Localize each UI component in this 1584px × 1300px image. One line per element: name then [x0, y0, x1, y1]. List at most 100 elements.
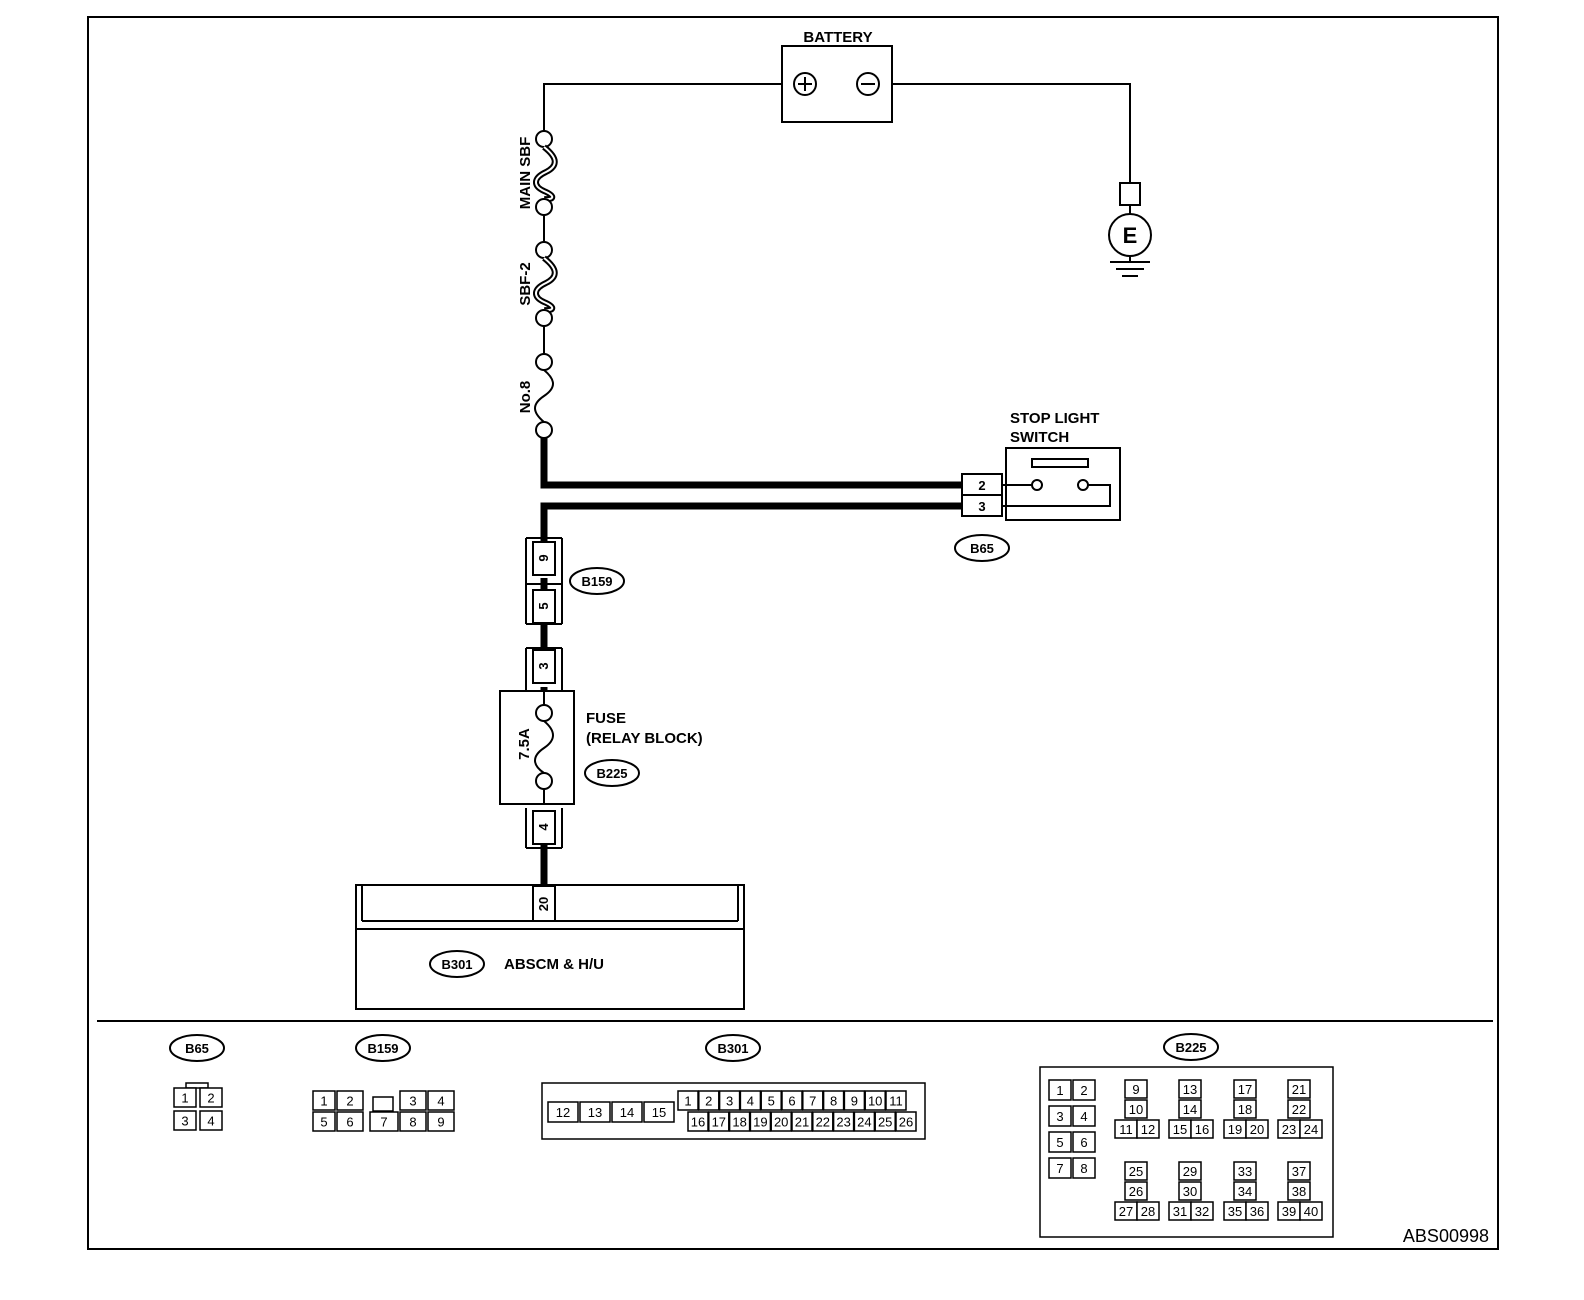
- b159-view-pin-3-cell: [399, 1090, 427, 1111]
- b159-view-pin-8: 8: [409, 1115, 416, 1130]
- b159-view-pin-1: 1: [320, 1094, 327, 1109]
- sbf2-label: SBF-2: [517, 262, 534, 305]
- b65-pin-3: 3: [978, 499, 985, 514]
- b301-view-pin-3: 3: [726, 1094, 733, 1109]
- b65-view-pin-2: 2: [207, 1091, 214, 1106]
- b225-view-pin-25-cell: [1124, 1161, 1148, 1181]
- b225-view-pin-36-cell: [1245, 1201, 1269, 1221]
- relay-fuse-label-line2: (RELAY BLOCK): [586, 730, 703, 747]
- b301-view-pin-20-cell: [770, 1111, 792, 1132]
- b225-view-pin-10-cell: [1124, 1099, 1148, 1119]
- b301-view-pin-22-cell: [812, 1111, 834, 1132]
- b301-view-pin-8: 8: [830, 1094, 837, 1109]
- b65-view-label: B65: [185, 1041, 209, 1056]
- b225-view-pin-11: 11: [1119, 1122, 1133, 1137]
- b225-view-pin-31: 31: [1173, 1204, 1187, 1219]
- b225-view-pin-33-cell: [1233, 1161, 1257, 1181]
- battery-wires: [543, 83, 1131, 183]
- b301-view-pin-14-cell: [611, 1101, 643, 1123]
- b225-view-pin-28-cell: [1136, 1201, 1160, 1221]
- b159-view-pin-2: 2: [346, 1094, 353, 1109]
- b159-view-label: B159: [367, 1041, 398, 1056]
- b301-view-pin-1: 1: [684, 1094, 691, 1109]
- b301-view-pin-21-cell: [791, 1111, 813, 1132]
- b225-view-pin-17: 17: [1238, 1082, 1252, 1097]
- relay-fuse-pin-3: 3: [536, 662, 551, 669]
- b225-view-pin-32: 32: [1195, 1204, 1209, 1219]
- b225-view-pin-9-cell: [1124, 1079, 1148, 1099]
- b159-view-pin-4-cell: [427, 1090, 455, 1111]
- b301-view-pin-11: 11: [889, 1094, 903, 1109]
- b159-pin-5: 5: [536, 602, 551, 609]
- b225-view-pin-36: 36: [1250, 1204, 1264, 1219]
- b225-view-pin-18: 18: [1238, 1102, 1252, 1117]
- b65-connector-label: B65: [970, 541, 994, 556]
- b301-view-pin-24: 24: [857, 1115, 871, 1130]
- b301-view-pin-13: 13: [588, 1105, 602, 1120]
- b225-view-pin-22: 22: [1292, 1102, 1306, 1117]
- no8-fuse: No.8: [517, 353, 554, 439]
- b159-view-pin-9: 9: [437, 1115, 444, 1130]
- b301-view-pin-7: 7: [809, 1094, 816, 1109]
- b225-view-pin-25: 25: [1129, 1164, 1143, 1179]
- b301-view-pin-11-cell: [885, 1090, 907, 1111]
- b301-view-pin-4-cell: [739, 1090, 762, 1111]
- b301-view-pin-16-cell: [687, 1111, 709, 1132]
- b225-view-pin-7: 7: [1056, 1161, 1063, 1176]
- b159-connector: 9 5 B159: [525, 537, 625, 625]
- b301-view-pin-9-cell: [843, 1090, 866, 1111]
- b301-view-pin-23-cell: [832, 1111, 855, 1132]
- b159-view-pin-7-cell: [369, 1111, 399, 1132]
- b225-view-pin-8-cell: [1072, 1157, 1096, 1179]
- relay-block-fuse: 3 7.5A FUSE (RELAY BLOCK) B225 4: [499, 647, 703, 849]
- b301-view-pin-3-cell: [718, 1090, 741, 1111]
- b301-view-pin-16: 16: [691, 1115, 705, 1130]
- b301-view-pin-25-cell: [874, 1111, 896, 1132]
- b225-view-pin-1: 1: [1056, 1083, 1063, 1098]
- b159-connector-label: B159: [581, 574, 612, 589]
- b159-pin-9: 9: [536, 554, 551, 561]
- b301-view-pin-20: 20: [774, 1115, 788, 1130]
- b301-view-pin-12: 12: [556, 1105, 570, 1120]
- b301-view-pin-25: 25: [878, 1115, 892, 1130]
- b225-view-pin-26: 26: [1129, 1184, 1143, 1199]
- b225-view-pin-22-cell: [1287, 1099, 1311, 1119]
- b301-view-pin-1-cell: [677, 1090, 699, 1111]
- b301-view-pin-5: 5: [768, 1094, 775, 1109]
- b225-view-pin-10: 10: [1129, 1102, 1143, 1117]
- b225-view-pin-24-cell: [1299, 1119, 1323, 1139]
- b301-view-pin-6: 6: [788, 1094, 795, 1109]
- b225-view-label: B225: [1175, 1040, 1206, 1055]
- b225-view-pin-6: 6: [1080, 1135, 1087, 1150]
- b225-view-pin-39: 39: [1282, 1204, 1296, 1219]
- b159-view-pin-4: 4: [437, 1094, 444, 1109]
- b225-view-pin-12: 12: [1141, 1122, 1155, 1137]
- b225-view-pin-30-cell: [1178, 1181, 1202, 1201]
- diagram-id: ABS00998: [1403, 1226, 1489, 1246]
- b225-view-pin-29-cell: [1178, 1161, 1202, 1181]
- b225-view-pin-19: 19: [1228, 1122, 1242, 1137]
- b225-view-pin-30: 30: [1183, 1184, 1197, 1199]
- b225-connector-label: B225: [596, 766, 627, 781]
- b301-view-pin-23: 23: [836, 1115, 850, 1130]
- b225-view-pin-3: 3: [1056, 1109, 1063, 1124]
- b225-view-pin-5: 5: [1056, 1135, 1063, 1150]
- b65-view-pin-2-cell: [199, 1087, 223, 1108]
- b225-view-pin-34-cell: [1233, 1181, 1257, 1201]
- ground-symbol-icon: [1110, 256, 1150, 277]
- b301-view-pin-9: 9: [851, 1094, 858, 1109]
- stop-light-switch-label-line2: SWITCH: [1010, 429, 1069, 446]
- b225-view-pin-40-cell: [1299, 1201, 1323, 1221]
- b159-view-pin-1-cell: [312, 1090, 336, 1111]
- b159-view-pin-7: 7: [380, 1115, 387, 1130]
- b301-view-pin-10-cell: [864, 1090, 886, 1111]
- b225-view-pin-14: 14: [1183, 1102, 1197, 1117]
- b225-view-pin-29: 29: [1183, 1164, 1197, 1179]
- battery-label: BATTERY: [803, 29, 872, 46]
- b159-view-pin-6-cell: [336, 1111, 364, 1132]
- ground-label: E: [1123, 223, 1138, 248]
- b225-view-pin-34: 34: [1238, 1184, 1252, 1199]
- b301-view-pin-5-cell: [760, 1090, 782, 1111]
